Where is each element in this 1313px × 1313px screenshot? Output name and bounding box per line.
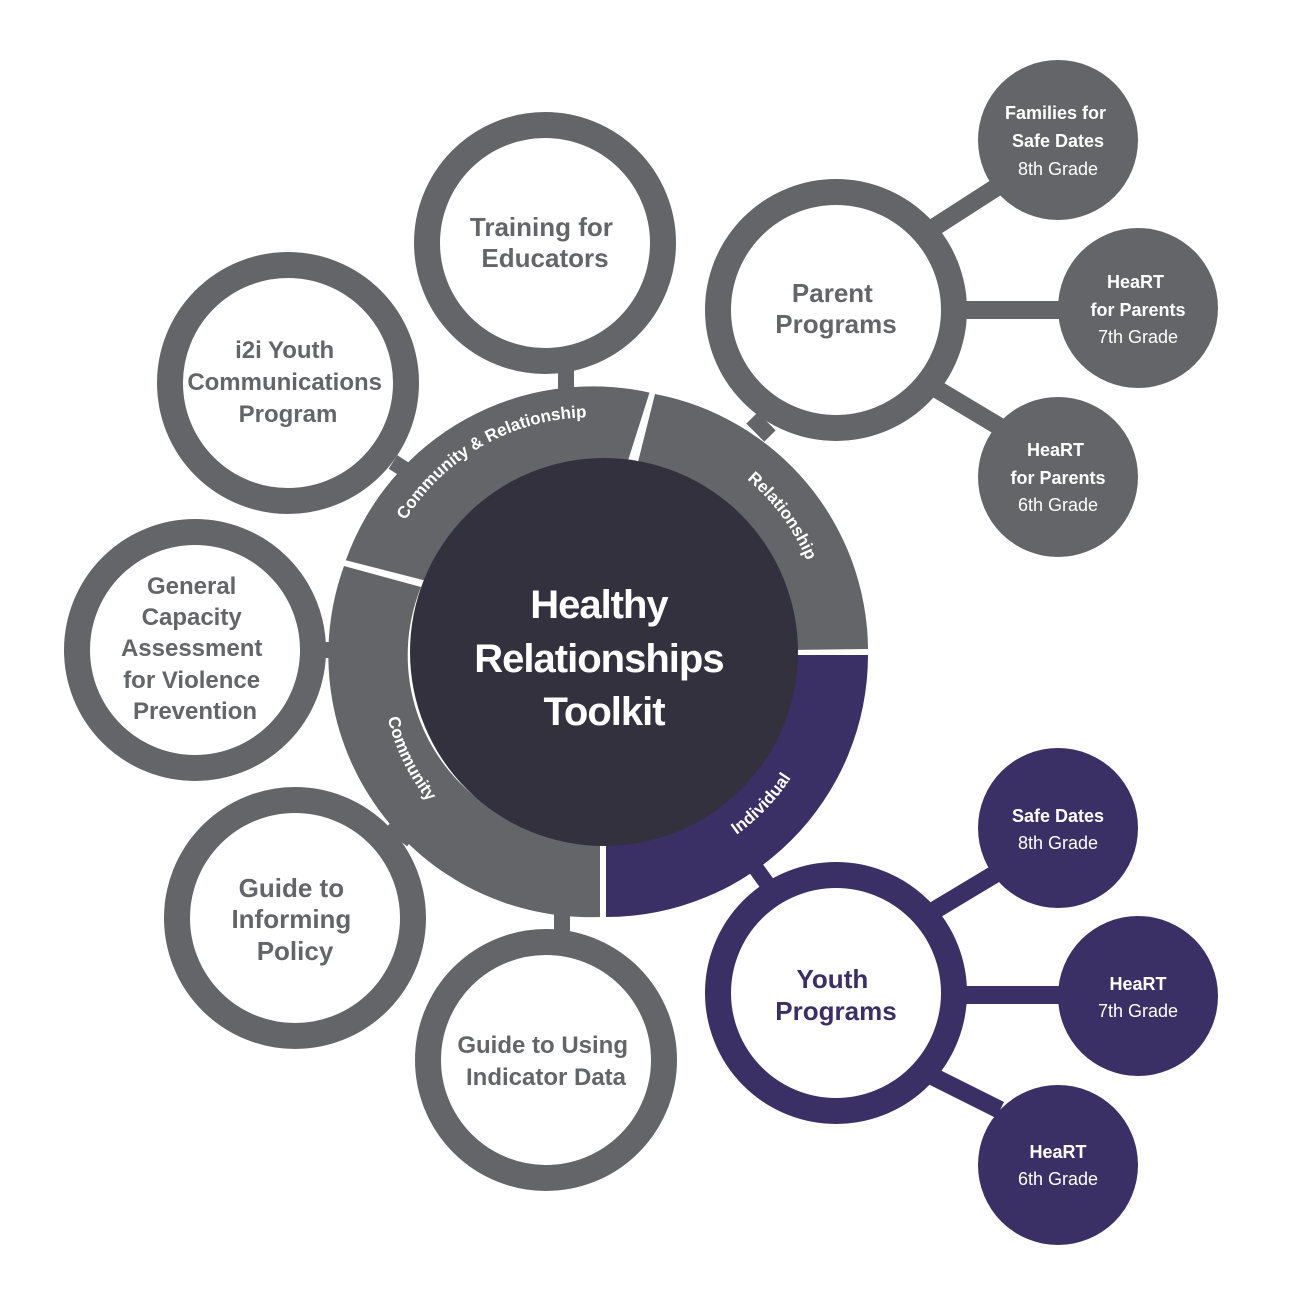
center-circle[interactable]: [410, 458, 798, 846]
parent-item-1-grade: 8th Grade: [1018, 159, 1098, 179]
connector-youth-3: [925, 1066, 1005, 1119]
center-title: Healthy Relationships Toolkit: [474, 583, 733, 734]
node-indicator-label: Guide to Using Indicator Data: [457, 1032, 634, 1091]
parent-item-1-name2: Safe Dates: [1012, 131, 1104, 151]
node-parent-programs[interactable]: Parent Programs: [705, 179, 967, 441]
svg-text:HeaRT: HeaRT: [1029, 1142, 1086, 1162]
center-title-line2: Relationships: [474, 637, 723, 681]
node-parent-item-3[interactable]: HeaRT for Parents 6th Grade: [978, 397, 1138, 557]
node-policy-label: Guide to Informing Policy: [231, 873, 358, 966]
svg-text:8th Grade: 8th Grade: [1018, 833, 1098, 853]
node-i2i[interactable]: i2i Youth Communications Program: [157, 252, 419, 514]
connector-parent-3: [930, 380, 1010, 438]
node-training-label: Training for Educators: [470, 212, 620, 273]
connector-parent: [746, 412, 776, 442]
node-indicator[interactable]: Guide to Using Indicator Data: [415, 929, 677, 1191]
connector-parent-1: [925, 177, 1005, 238]
node-capacity-label: General Capacity Assessment for Violence…: [121, 573, 269, 725]
center-title-line1: Healthy: [530, 583, 669, 627]
node-youth-programs-label: Youth Programs: [775, 964, 896, 1026]
node-parent-item-1[interactable]: Families for Safe Dates 8th Grade: [978, 60, 1138, 220]
youth-item-3-grade: 6th Grade: [1018, 1169, 1098, 1189]
node-youth-item-3[interactable]: HeaRT 6th Grade: [978, 1085, 1138, 1245]
parent-item-3-name1: HeaRT: [1027, 440, 1084, 460]
node-i2i-label: i2i Youth Communications Program: [187, 337, 388, 428]
node-youth-programs[interactable]: Youth Programs: [705, 862, 967, 1124]
youth-item-1-name1: Safe Dates: [1012, 806, 1104, 826]
ring-segment-community-relationship[interactable]: [345, 386, 650, 581]
svg-text:Families for Safe Dates: Families for Safe Dates: [1005, 103, 1111, 151]
svg-text:HeaRT: HeaRT: [1109, 974, 1166, 994]
parent-item-3-grade: 6th Grade: [1018, 495, 1098, 515]
node-capacity[interactable]: General Capacity Assessment for Violence…: [64, 519, 326, 781]
node-youth-item-1[interactable]: Safe Dates 8th Grade: [978, 748, 1138, 908]
node-youth-item-2[interactable]: HeaRT 7th Grade: [1058, 916, 1218, 1076]
svg-text:HeaRT for Parents: HeaRT for Parents: [1090, 272, 1185, 320]
svg-text:7th Grade: 7th Grade: [1098, 1001, 1178, 1021]
parent-item-2-name1: HeaRT: [1107, 272, 1164, 292]
svg-text:HeaRT for Parents: HeaRT for Parents: [1010, 440, 1105, 488]
parent-item-2-grade: 7th Grade: [1098, 327, 1178, 347]
node-parent-programs-label: Parent Programs: [775, 278, 896, 339]
svg-text:6th Grade: 6th Grade: [1018, 1169, 1098, 1189]
youth-item-2-grade: 7th Grade: [1098, 1001, 1178, 1021]
youth-item-2-name1: HeaRT: [1109, 974, 1166, 994]
center-title-line3: Toolkit: [543, 690, 665, 734]
youth-item-3-name1: HeaRT: [1029, 1142, 1086, 1162]
svg-text:7th Grade: 7th Grade: [1098, 327, 1178, 347]
node-policy[interactable]: Guide to Informing Policy: [164, 787, 426, 1049]
node-training[interactable]: Training for Educators: [414, 112, 676, 374]
parent-item-1-name1: Families for: [1005, 103, 1106, 123]
svg-text:Safe Dates: Safe Dates: [1012, 806, 1104, 826]
node-parent-item-2[interactable]: HeaRT for Parents 7th Grade: [1058, 228, 1218, 388]
parent-item-2-name2: for Parents: [1090, 300, 1185, 320]
ring-segment-relationship[interactable]: [636, 394, 868, 650]
youth-item-1-grade: 8th Grade: [1018, 833, 1098, 853]
parent-item-3-name2: for Parents: [1010, 468, 1105, 488]
svg-text:8th Grade: 8th Grade: [1018, 159, 1098, 179]
svg-text:6th Grade: 6th Grade: [1018, 495, 1098, 515]
